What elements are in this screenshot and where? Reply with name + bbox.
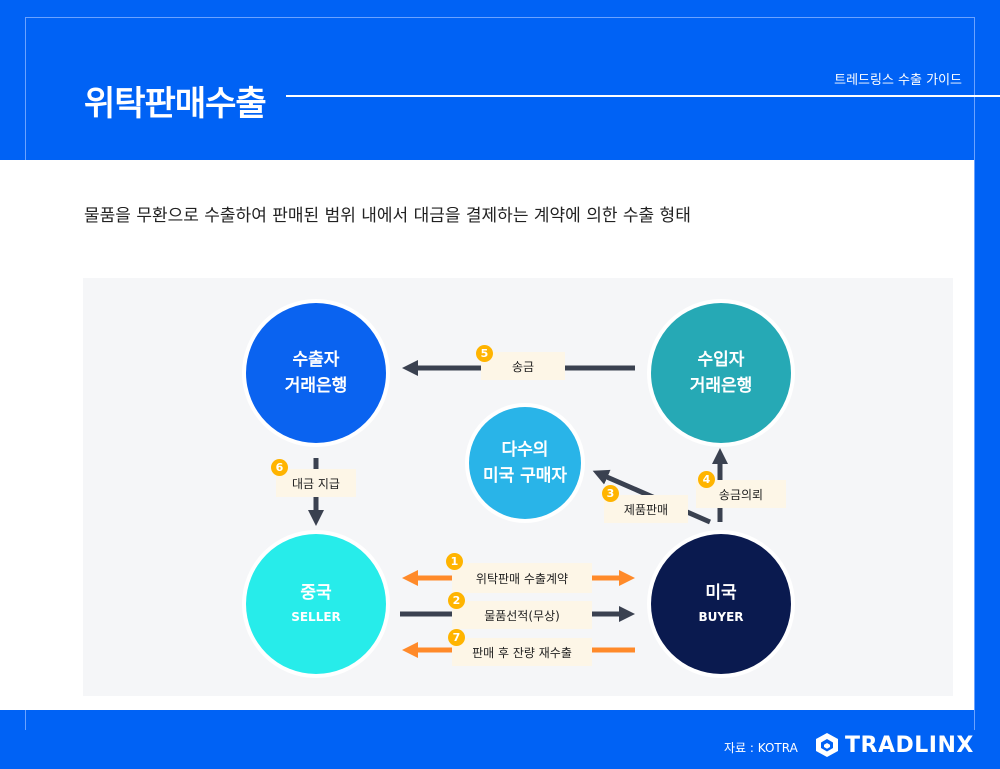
step-label-3: 제품판매 bbox=[604, 495, 688, 523]
guide-label: 트레드링스 수출 가이드 bbox=[834, 73, 962, 88]
step-badge-2: 2 bbox=[448, 592, 465, 609]
step-badge-5: 5 bbox=[476, 345, 493, 362]
page-title: 위탁판매수출 bbox=[84, 84, 267, 124]
frame-line-top bbox=[25, 17, 975, 18]
node-import-bank: 수입자 거래은행 bbox=[651, 303, 791, 443]
frame-line-right bbox=[974, 17, 975, 730]
logo-text: TRADLINX bbox=[845, 732, 974, 758]
tradlinx-logo-icon bbox=[816, 733, 838, 757]
step-label-5: 송금 bbox=[481, 352, 565, 380]
node-us-buyer: 미국 BUYER bbox=[651, 534, 791, 674]
step-badge-3: 3 bbox=[602, 485, 619, 502]
node-us-buyers: 다수의 미국 구매자 bbox=[469, 407, 581, 519]
source-credit: 자료 : KOTRA bbox=[724, 741, 798, 755]
step-label-4: 송금의뢰 bbox=[696, 480, 786, 508]
step-badge-6: 6 bbox=[271, 459, 288, 476]
step-label-7: 판매 후 잔량 재수출 bbox=[452, 638, 592, 666]
step-label-6: 대금 지급 bbox=[276, 469, 356, 497]
step-badge-4: 4 bbox=[698, 471, 715, 488]
step-badge-7: 7 bbox=[448, 629, 465, 646]
brand-logo: TRADLINX bbox=[815, 732, 974, 758]
description-text: 물품을 무환으로 수출하여 판매된 범위 내에서 대금을 결제하는 계약에 의한… bbox=[84, 206, 691, 226]
step-badge-1: 1 bbox=[446, 553, 463, 570]
node-export-bank: 수출자 거래은행 bbox=[246, 303, 386, 443]
node-china-seller: 중국 SELLER bbox=[246, 534, 386, 674]
step-label-2: 물품선적(무상) bbox=[452, 601, 592, 629]
step-label-1: 위탁판매 수출계약 bbox=[452, 563, 592, 593]
title-underline bbox=[286, 95, 1000, 97]
